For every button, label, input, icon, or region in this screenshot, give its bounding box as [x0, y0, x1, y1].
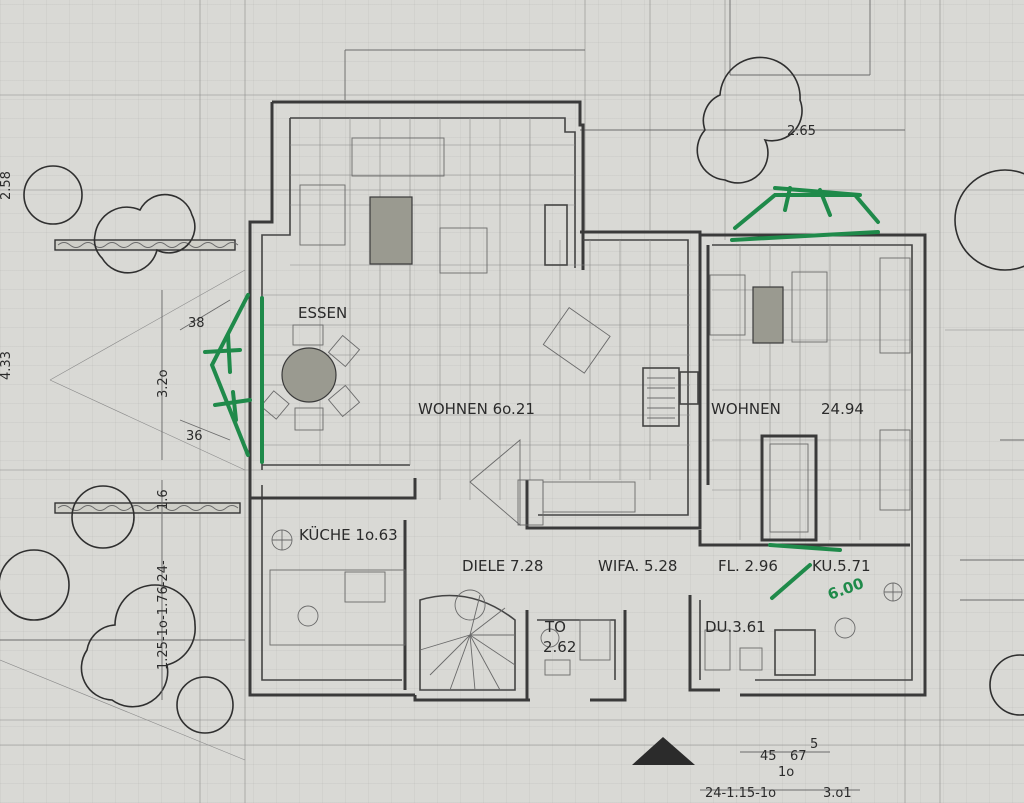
room-area-wohnen-right: 24.94	[821, 400, 864, 418]
room-label-diele: DIELE 7.28	[462, 557, 543, 575]
dimension-bay-a: 38	[188, 316, 205, 331]
furniture	[260, 137, 911, 676]
dimension-bay-c: 36	[186, 429, 203, 444]
dimension-bottom-b: 67	[790, 749, 807, 764]
dimension-top-right: 2.65	[787, 124, 816, 139]
room-label-kueche: KÜCHE 1o.63	[299, 525, 398, 544]
dimension-bottom-chain: 24-1.15-1o	[705, 786, 776, 801]
outer-walls	[248, 100, 927, 702]
room-label-wohnen-right: WOHNEN	[711, 400, 781, 418]
room-label-fl: FL. 2.96	[718, 557, 778, 575]
staircase	[419, 589, 516, 691]
hedge-borders	[54, 239, 241, 514]
dimension-bottom-right: 3.o1	[823, 786, 852, 801]
dimension-left-top-vertical: 1.6	[156, 489, 171, 510]
dimension-bottom-d: 1o	[778, 765, 794, 780]
trees	[0, 56, 1024, 734]
dimension-bottom-c: 5	[810, 737, 818, 752]
green-markups	[203, 186, 880, 600]
room-area-to: 2.62	[543, 638, 576, 656]
room-label-to: TO	[544, 618, 566, 636]
room-label-wohnen-main: WOHNEN 6o.21	[418, 400, 535, 418]
dimension-bottom-a: 45	[760, 749, 777, 764]
room-label-ku: KU.5.71	[812, 557, 871, 575]
dimension-bay-b: 3.2o	[156, 369, 171, 398]
dimension-lines	[161, 129, 860, 791]
dimension-left-top: 2.58	[0, 171, 14, 200]
green-note-dimension: 6.00	[825, 574, 866, 604]
room-label-wifa: WIFA. 5.28	[598, 557, 677, 575]
dimension-left-upper: 4.33	[0, 351, 14, 380]
entrance-marker	[632, 737, 695, 765]
room-label-du: DU.3.61	[705, 618, 766, 636]
dimension-left-vertical: 1.25-1o-1.76-24-	[156, 560, 171, 670]
room-label-essen: ESSEN	[298, 304, 347, 322]
